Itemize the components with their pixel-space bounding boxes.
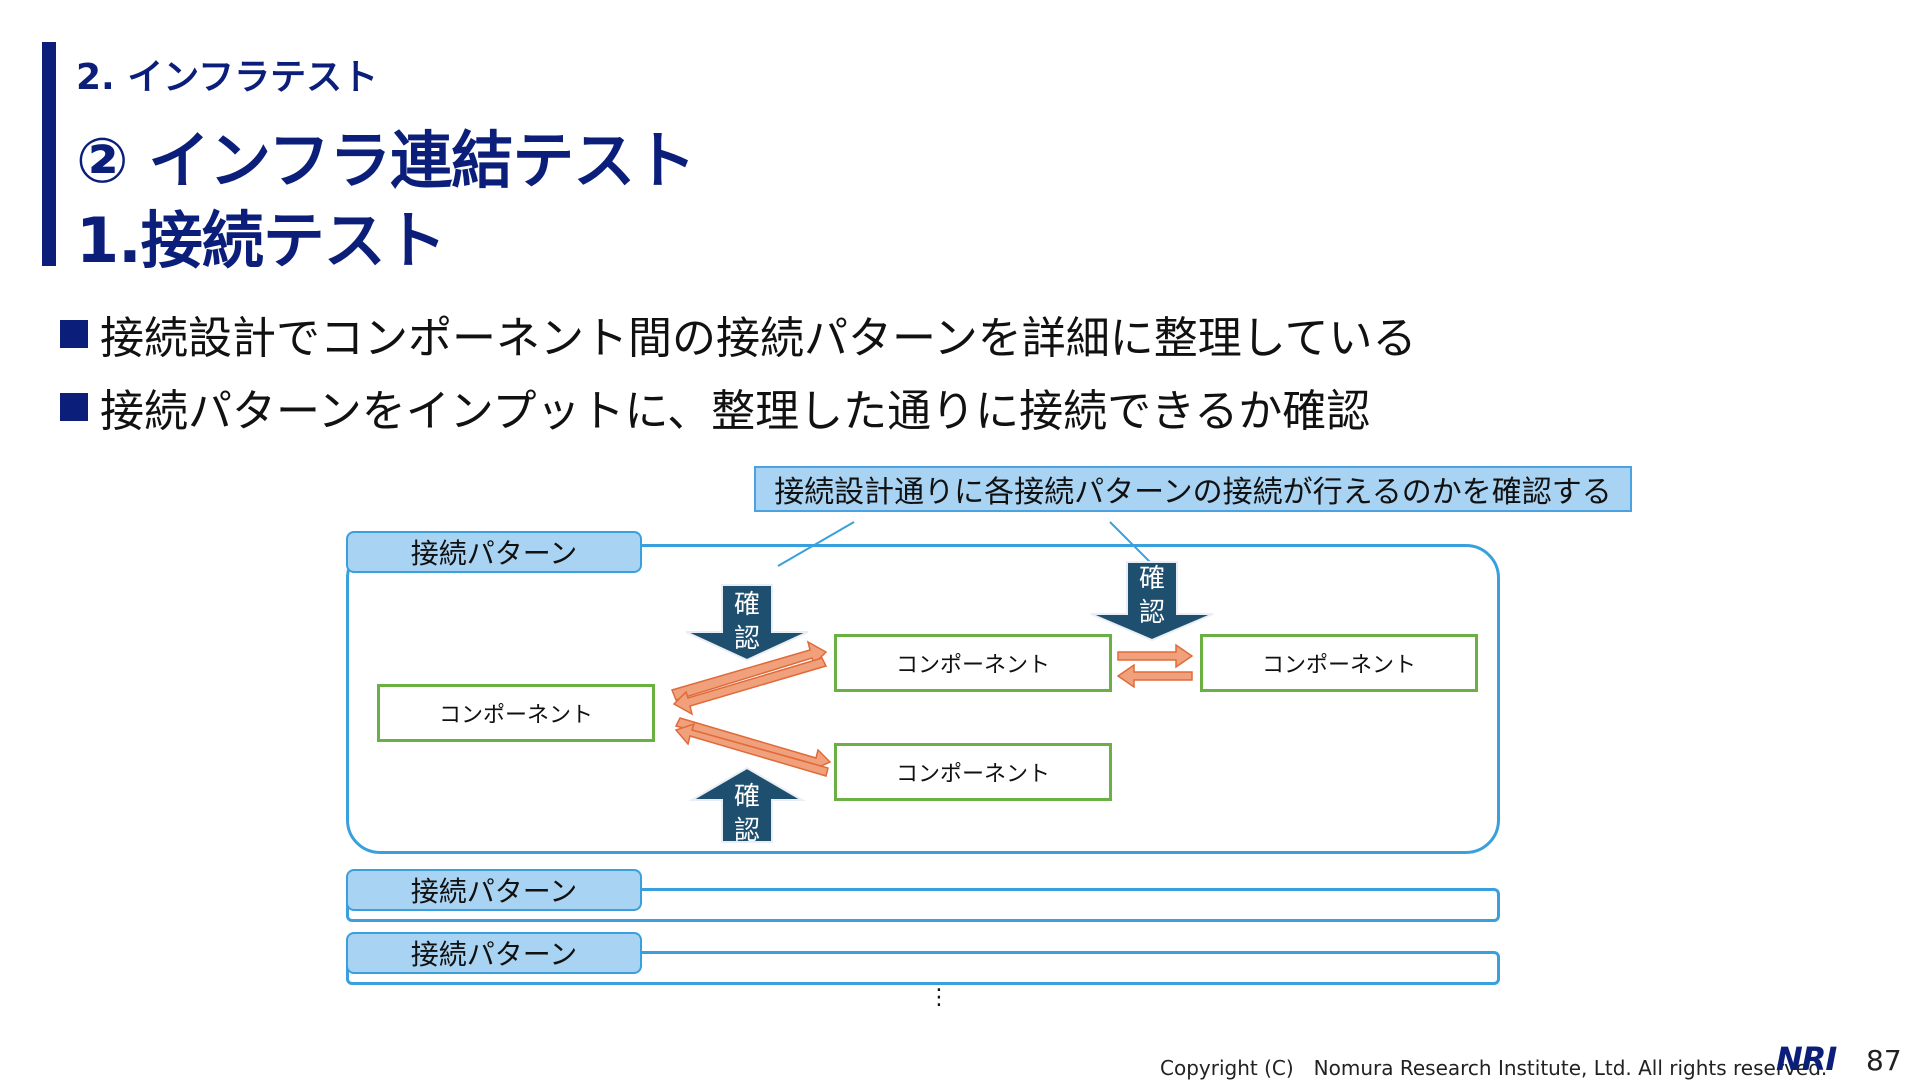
title-accent-bar — [42, 42, 56, 266]
connection-arrows — [670, 640, 1194, 777]
page-number: 87 — [1866, 1044, 1902, 1077]
bullet-square-icon — [60, 393, 88, 421]
bullet-text: 接続設計でコンポーネント間の接続パターンを詳細に整理している — [100, 313, 1417, 364]
component-box: コンポーネント — [377, 684, 655, 742]
check-arrow-down-icon — [1090, 561, 1214, 642]
bullet-text: 接続パターンをインプットに、整理した通りに接続できるか確認 — [100, 386, 1371, 437]
bullet-item: 接続パターンをインプットに、整理した通りに接続できるか確認 — [60, 375, 1370, 439]
component-box: コンポーネント — [1200, 634, 1478, 692]
pattern-tab: 接続パターン — [346, 932, 642, 974]
callout-box: 接続設計通りに各接続パターンの接続が行えるのかを確認する — [754, 466, 1632, 512]
callout-pointer-line — [777, 521, 855, 567]
check-arrow-up-icon — [688, 766, 806, 843]
check-arrow-label: 確 認 — [733, 590, 760, 654]
copyright-text: Copyright (C) Nomura Research Institute,… — [1160, 1056, 1828, 1080]
nri-logo: NRI — [1776, 1040, 1837, 1078]
component-box: コンポーネント — [834, 743, 1112, 801]
check-arrow-label: 確 認 — [733, 782, 760, 846]
bullet-item: 接続設計でコンポーネント間の接続パターンを詳細に整理している — [60, 302, 1416, 366]
bullet-square-icon — [60, 320, 88, 348]
connection-arrow-icon — [1116, 663, 1193, 689]
component-box: コンポーネント — [834, 634, 1112, 692]
pattern-tab: 接続パターン — [346, 531, 642, 573]
section-label: 2. インフラテスト — [76, 57, 379, 98]
page-title: ② インフラ連結テスト — [76, 124, 696, 197]
pattern-tab: 接続パターン — [346, 869, 642, 911]
callout-pointer-line — [1109, 521, 1151, 563]
connection-arrow-icon — [674, 722, 829, 777]
check-arrow-label: 確 認 — [1138, 564, 1165, 628]
ellipsis: ⋮ — [928, 985, 950, 1010]
connection-arrow-icon — [672, 657, 828, 716]
page-subtitle: 1.接続テスト — [76, 204, 447, 277]
connection-arrow-icon — [1117, 643, 1194, 669]
check-arrow-down-icon — [685, 584, 809, 662]
